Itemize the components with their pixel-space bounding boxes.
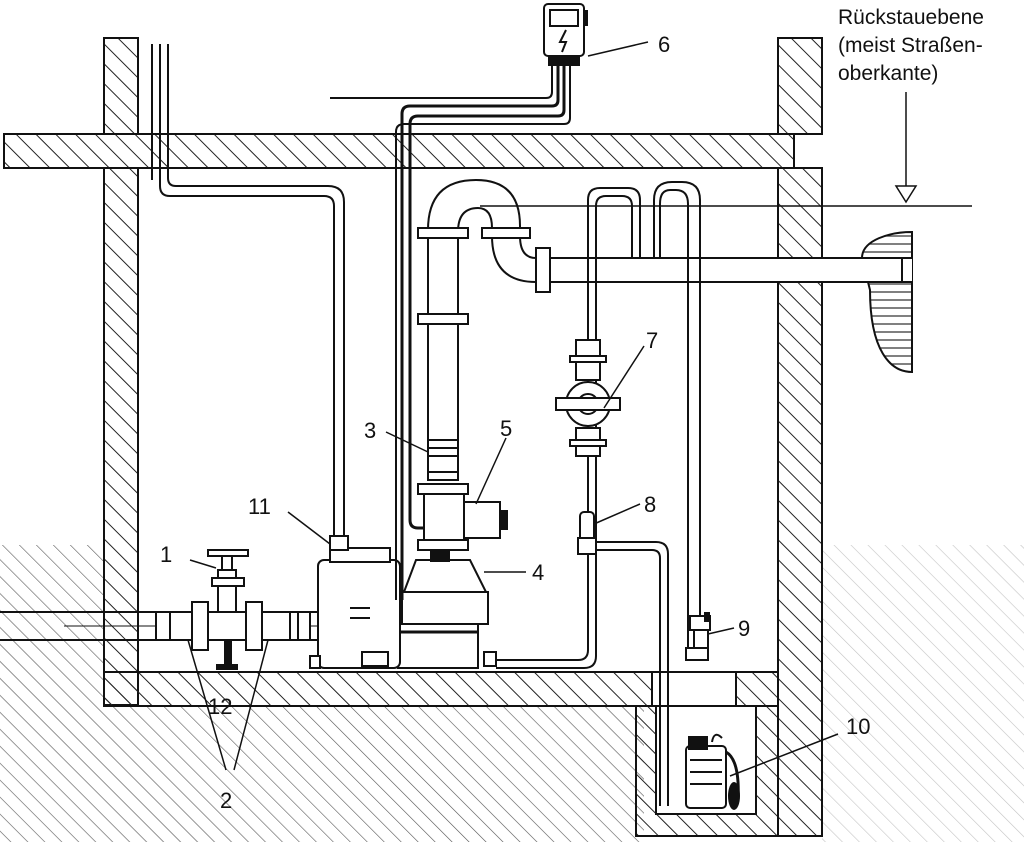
backwater-label-line2: (meist Straßen-	[838, 34, 983, 57]
left-wall	[103, 37, 139, 706]
junction-box	[543, 3, 588, 66]
submersible-pump	[685, 733, 740, 810]
collecting-tank	[309, 535, 401, 669]
gate-valve	[417, 483, 508, 551]
label-12: 12	[208, 694, 232, 719]
discharge-pipe	[535, 247, 903, 293]
label-8: 8	[644, 492, 656, 517]
label-11: 11	[248, 494, 271, 519]
label-4: 4	[532, 560, 544, 585]
flexible-connector	[427, 439, 459, 481]
label-10: 10	[846, 714, 870, 739]
pressure-pipe-loop	[417, 178, 537, 440]
label-5: 5	[500, 416, 512, 441]
label-1: 1	[160, 542, 172, 567]
sump-pressure-pipe	[496, 181, 701, 806]
leader-lines	[187, 41, 839, 777]
small-valve-8	[577, 511, 597, 555]
vent-pipe	[151, 44, 345, 536]
sewer-pipe	[860, 230, 913, 374]
label-9: 9	[738, 616, 750, 641]
backwater-level-line	[480, 92, 972, 207]
label-6: 6	[658, 32, 670, 57]
backwater-label-line1: Rückstauebene	[838, 6, 984, 29]
label-3: 3	[364, 418, 376, 443]
soil-right	[822, 545, 1024, 842]
inlet-pipe	[0, 601, 318, 651]
label-2: 2	[220, 788, 232, 813]
cables	[330, 66, 571, 600]
backwater-label-line3: oberkante)	[838, 62, 938, 85]
soil-left	[0, 545, 644, 842]
ceiling-slab	[3, 133, 795, 169]
label-7: 7	[646, 328, 658, 353]
floor-slab	[103, 671, 779, 707]
pump-motor	[397, 550, 497, 669]
shut-off-valve	[207, 549, 249, 670]
small-valve-9	[685, 612, 711, 661]
